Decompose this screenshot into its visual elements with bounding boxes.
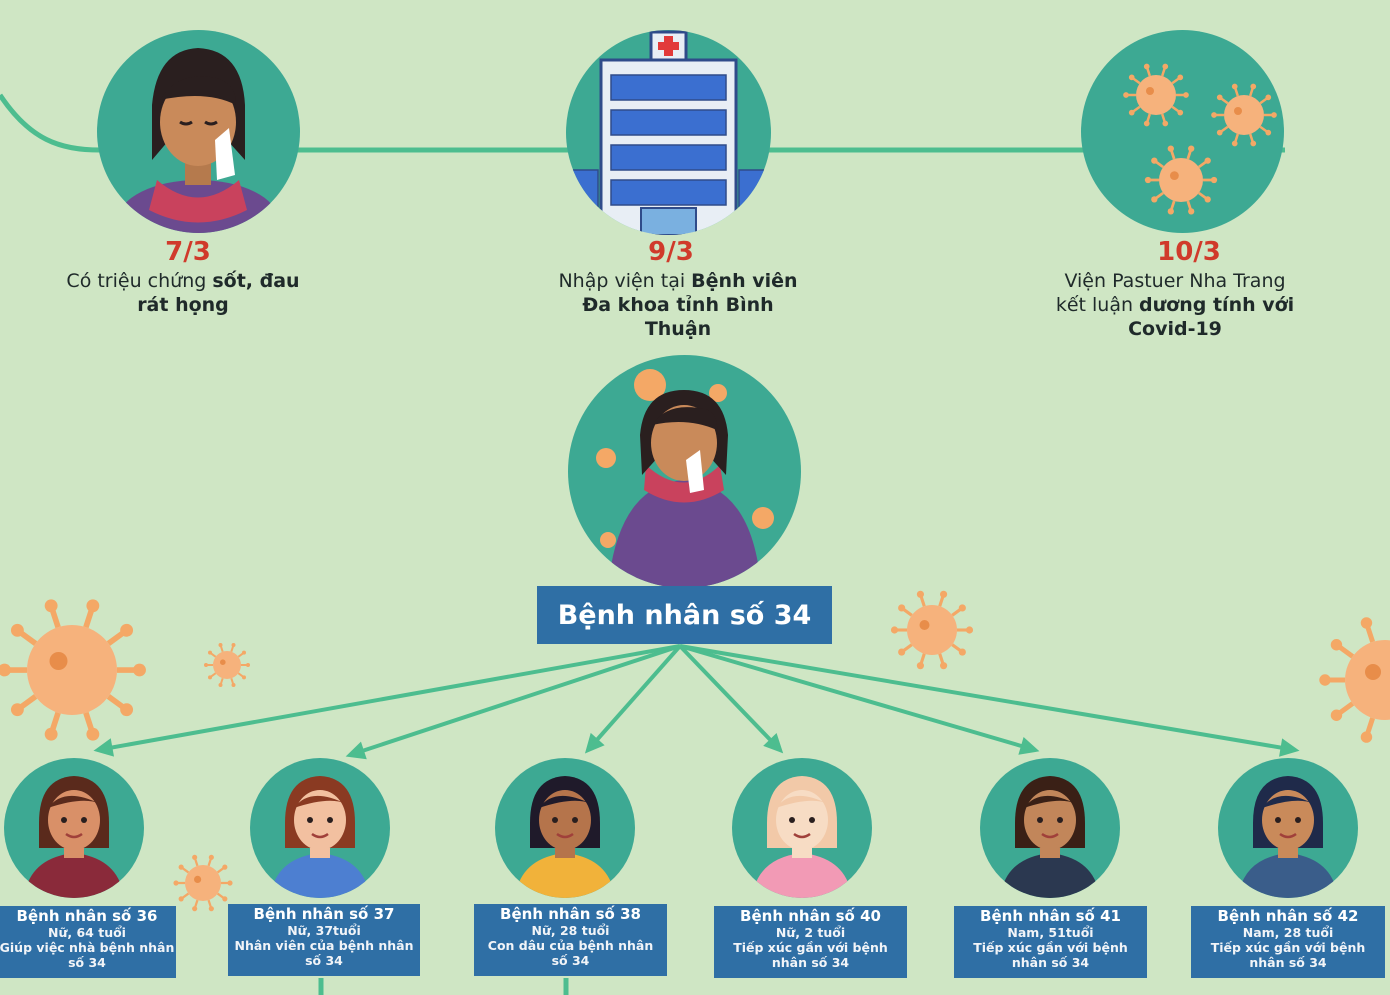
date-3: 10/3: [1157, 237, 1221, 267]
desc-3-bold: dương tính với Covid-19: [1128, 294, 1295, 340]
contact-name-3: Bệnh nhân số 40: [740, 907, 881, 925]
arrow-line-2: [586, 644, 682, 752]
circle-virus-1: [1123, 63, 1189, 127]
contact-line1-4: Nam, 51tuổi: [1007, 925, 1094, 940]
contact-line1-5: Nam, 28 tuổi: [1242, 925, 1334, 940]
circle-virus-3: [1144, 145, 1218, 215]
main-patient-label: Bệnh nhân số 34: [537, 586, 832, 644]
contact-line2-5: Tiếp xúc gần với bệnh: [1210, 940, 1366, 955]
contact-line2-1: Nhân viên của bệnh nhân: [234, 938, 414, 953]
date-1: 7/3: [165, 237, 211, 267]
date-2: 9/3: [648, 237, 694, 267]
contact-name-4: Bệnh nhân số 41: [980, 907, 1121, 925]
virus-edge-right: [1319, 617, 1390, 743]
main-patient-avatar: [568, 355, 801, 588]
arrow-head-5: [1279, 738, 1300, 757]
contact-line2-4: Tiếp xúc gần với bệnh: [973, 940, 1128, 955]
arrow-line-4: [679, 644, 1036, 752]
desc-3: Viện Pastuer Nha Trang kết luận dương tí…: [1050, 269, 1300, 341]
contact-avatar-1: [250, 758, 390, 898]
contact-line1-2: Nữ, 28 tuổi: [531, 923, 610, 938]
contact-avatar-5: [1218, 758, 1358, 898]
contact-name-5: Bệnh nhân số 42: [1217, 907, 1359, 925]
contact-line2-3: Tiếp xúc gần với bệnh: [733, 940, 888, 955]
desc-1: Có triệu chứng sốt, đau rát họng: [58, 269, 308, 317]
contact-line3-3: nhân số 34: [771, 955, 850, 970]
contact-avatar-0: [4, 758, 144, 898]
desc-2: Nhập viện tại Bệnh viên Đa khoa tỉnh Bìn…: [548, 269, 808, 341]
contact-line3-5: nhân số 34: [1249, 955, 1327, 970]
desc-2-pre: Nhập viện tại: [558, 270, 692, 292]
desc-3-pre: Viện Pastuer Nha Trang kết luận: [1055, 270, 1286, 316]
arrow-head-3: [763, 733, 784, 754]
desc-1-bold: sốt, đau rát họng: [137, 270, 300, 316]
virus-mid-right: [890, 590, 974, 670]
arrow-head-0: [93, 738, 115, 757]
hospital-icon: [566, 30, 771, 235]
contact-line3-0: số 34: [68, 955, 106, 970]
virus-icon: [1081, 30, 1284, 233]
virus-small-1: [204, 643, 250, 687]
contact-line1-1: Nữ, 37tuổi: [287, 923, 361, 938]
arrow-head-1: [345, 741, 367, 760]
decorative-viruses: [0, 590, 1390, 912]
contact-line1-3: Nữ, 2 tuổi: [775, 925, 846, 940]
virus-big-left: [0, 599, 146, 741]
contact-line3-1: số 34: [305, 953, 343, 968]
desc-1-pre: Có triệu chứng: [66, 270, 213, 292]
contact-line1-0: Nữ, 64 tuổi: [48, 925, 126, 940]
contact-name-0: Bệnh nhân số 36: [16, 907, 158, 925]
arrow-line-3: [678, 644, 782, 752]
timeline-curve: [0, 93, 101, 153]
desc-2-bold: Bệnh viên Đa khoa tỉnh Bình Thuận: [582, 270, 798, 340]
arrow-head-2: [584, 732, 605, 754]
circle-virus-2: [1211, 83, 1277, 147]
contact-arrows: [93, 644, 1300, 760]
contact-name-1: Bệnh nhân số 37: [253, 905, 395, 923]
contact-avatar-3: [732, 758, 872, 898]
contact-line3-4: nhân số 34: [1011, 955, 1090, 970]
virus-small-2: [173, 854, 233, 912]
contact-name-2: Bệnh nhân số 38: [500, 905, 641, 923]
arrow-head-4: [1018, 736, 1040, 755]
contact-line2-0: Giúp việc nhà bệnh nhân: [0, 940, 175, 955]
contact-avatar-4: [980, 758, 1120, 898]
arrow-line-0: [97, 644, 681, 752]
contact-avatar-2: [495, 758, 635, 898]
contact-line2-2: Con dâu của bệnh nhân: [487, 938, 654, 953]
contact-line3-2: số 34: [551, 953, 590, 968]
arrow-line-1: [349, 644, 681, 757]
arrow-line-5: [679, 644, 1296, 752]
sick-woman-icon: [97, 30, 300, 233]
